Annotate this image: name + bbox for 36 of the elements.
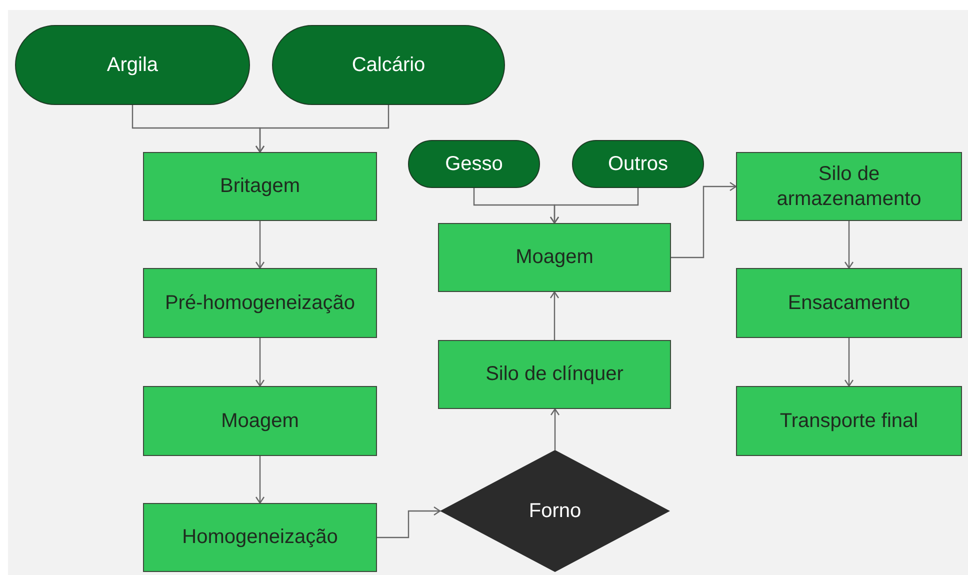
- process-box: [143, 503, 377, 572]
- arrow: [255, 338, 265, 387]
- process-box: [736, 386, 962, 456]
- node-label: Ensacamento: [786, 290, 912, 316]
- node-label: Pré-homogeneização: [164, 290, 356, 316]
- node-label: Gesso: [444, 152, 504, 176]
- arrow: [844, 338, 854, 387]
- process-box: [143, 386, 377, 456]
- node-label: Transporte final: [778, 408, 920, 434]
- node-label: Calcário: [350, 52, 426, 78]
- arrow: [844, 221, 854, 269]
- node-label: Homogeneização: [181, 525, 339, 550]
- process-box: [438, 223, 671, 292]
- arrow: [550, 408, 560, 450]
- node-label: Forno: [528, 498, 582, 524]
- node-label: Moagem: [514, 245, 594, 270]
- process-box: [736, 152, 962, 221]
- process-box: [143, 268, 377, 338]
- arrow: [550, 291, 560, 340]
- terminal-pill: [572, 140, 704, 188]
- arrow: [255, 221, 265, 269]
- node-label: Silo de clínquer: [484, 362, 624, 387]
- arrow: [671, 182, 737, 258]
- terminal-pill: [408, 140, 540, 188]
- arrow: [550, 188, 639, 224]
- process-box: [438, 340, 671, 409]
- node-label: Argila: [106, 52, 160, 78]
- arrow: [255, 105, 390, 153]
- node-label: Outros: [606, 152, 670, 176]
- node-label: Silo de armazenamento: [776, 162, 922, 212]
- process-box: [736, 268, 962, 338]
- node-label: Moagem: [220, 408, 300, 434]
- process-box: [143, 152, 377, 221]
- node-label: Britagem: [218, 174, 302, 199]
- arrow: [377, 506, 441, 538]
- arrow: [255, 456, 265, 504]
